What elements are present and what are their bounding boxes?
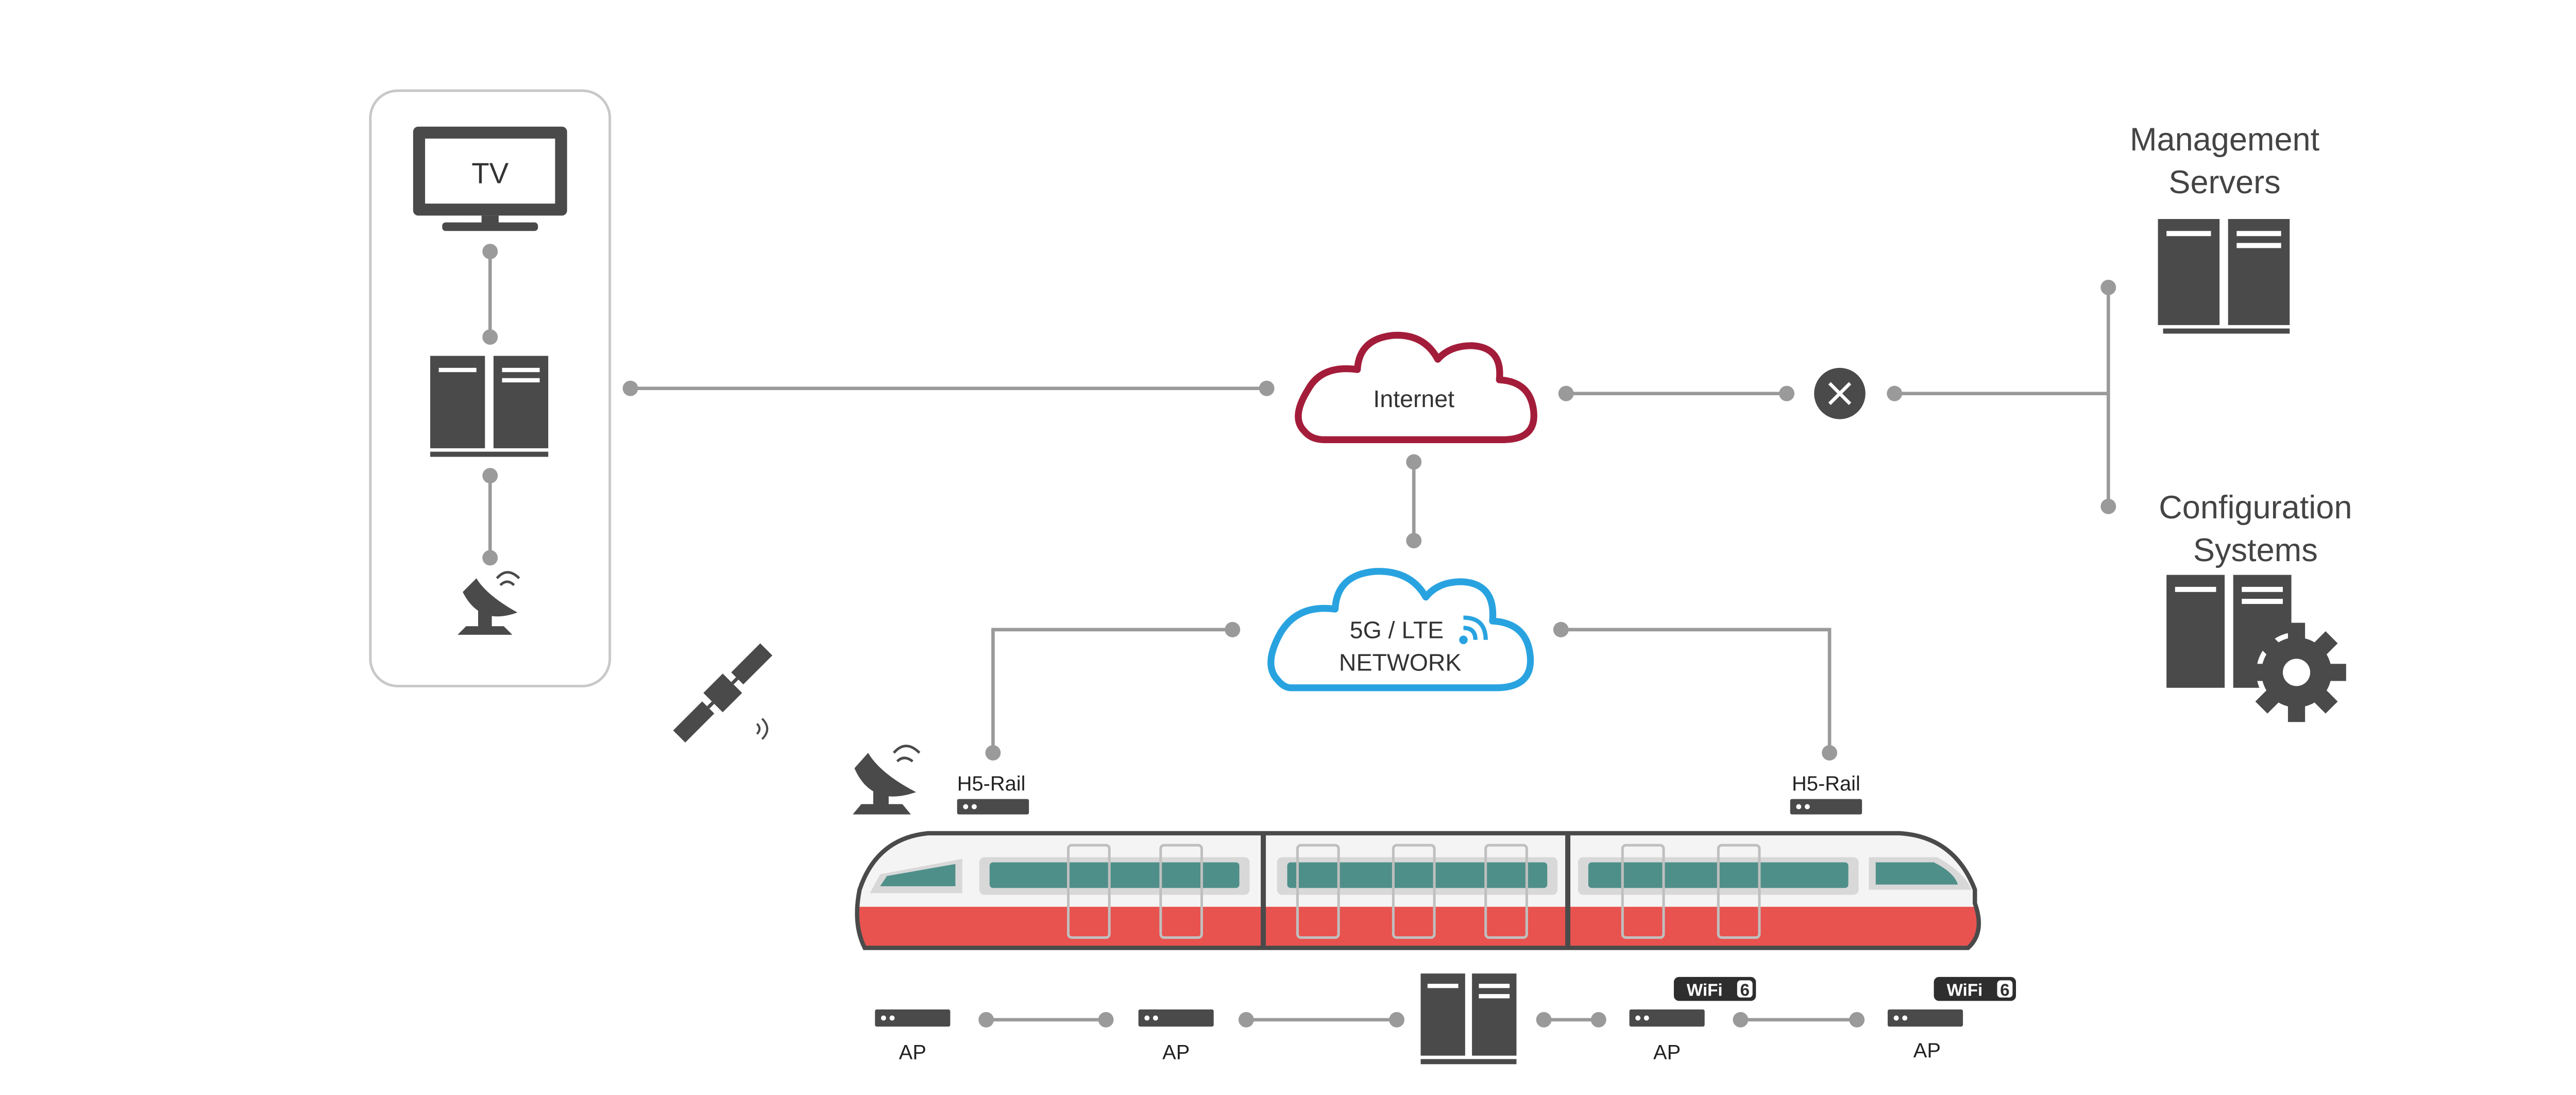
tv-label: TV (471, 157, 509, 189)
satellite-icon (673, 643, 773, 743)
h5-rail-right-device-icon (1790, 799, 1862, 815)
tv-to-server-connector (482, 244, 498, 345)
network-cloud-icon (1267, 568, 1534, 692)
ap-4-label: AP (1913, 1039, 1941, 1062)
network-to-h5-rail-left-connector (985, 621, 1241, 761)
switch-to-ap-connector (1536, 1012, 1606, 1027)
server-to-dish-connector (482, 468, 498, 566)
wifi6-badge-2-number: 6 (2000, 981, 2009, 1000)
ap-3-device-icon (1629, 1009, 1705, 1027)
headend-server-icon (430, 356, 549, 457)
network-to-h5-rail-right-connector (1553, 621, 1838, 761)
ap-1-label: AP (899, 1041, 926, 1064)
management-servers-icon (2158, 219, 2290, 334)
internet-to-network-connector (1406, 454, 1422, 549)
h5-rail-left-device-icon (957, 799, 1029, 815)
management-servers-label-line2: Servers (2168, 164, 2280, 200)
wifi6-badge-1-number: 6 (1740, 981, 1749, 1000)
wifi6-badge-1-icon (1673, 976, 1756, 1001)
onboard-server-icon (1420, 973, 1517, 1065)
ap-link-2-connector (1733, 1012, 1865, 1027)
ap-2-device-icon (1138, 1009, 1214, 1027)
box-to-internet-connector (622, 380, 1275, 396)
h5-rail-left-label: H5-Rail (957, 772, 1026, 795)
ap-2-label: AP (1162, 1041, 1190, 1064)
network-label-line1: 5G / LTE (1350, 616, 1444, 643)
internet-to-router-connector (1558, 385, 1795, 401)
wireless-signal-icon (1459, 615, 1488, 645)
ap-3-label: AP (1653, 1041, 1681, 1064)
management-servers-label-line1: Management (2130, 122, 2320, 158)
ground-station-group (369, 89, 612, 687)
internet-label: Internet (1373, 385, 1454, 412)
configuration-systems-label-line1: Configuration (2159, 490, 2352, 526)
internet-cloud-icon (1295, 331, 1537, 443)
ap-to-switch-connector (1238, 1012, 1404, 1027)
wifi6-badge-2-icon (1934, 976, 2016, 1001)
h5-rail-right-label: H5-Rail (1792, 772, 1860, 795)
satellite-signal-icon (756, 718, 769, 740)
router-to-servers-connector (1887, 279, 2116, 514)
ap-link-1-connector (978, 1012, 1114, 1027)
tv-icon (413, 126, 567, 231)
train-satellite-dish-icon (853, 745, 921, 815)
configuration-systems-label-line2: Systems (2193, 532, 2318, 568)
gear-icon (2247, 622, 2346, 722)
wifi6-badge-2-text: WiFi (1947, 981, 1983, 1000)
ground-satellite-dish-icon (457, 571, 520, 635)
network-label-line2: NETWORK (1339, 649, 1462, 676)
ap-4-device-icon (1887, 1009, 1963, 1027)
wifi6-badge-1-text: WiFi (1687, 981, 1723, 1000)
train-icon (855, 831, 1981, 950)
ap-1-device-icon (875, 1009, 951, 1027)
router-icon (1814, 367, 1866, 419)
